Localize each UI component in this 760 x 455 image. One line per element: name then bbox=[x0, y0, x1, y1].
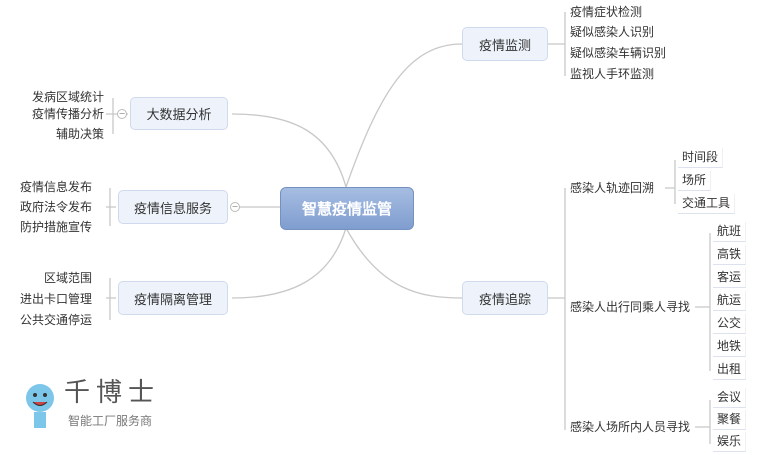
leaf[interactable]: 公共交通停运 bbox=[19, 313, 92, 327]
subtopic[interactable]: 感染人场所内人员寻找 bbox=[570, 420, 691, 434]
topic-tracking[interactable]: 疫情追踪 bbox=[462, 281, 548, 315]
watermark-title: 千博士 bbox=[64, 378, 161, 408]
central-topic[interactable]: 智慧疫情监管 bbox=[280, 187, 414, 230]
leaf[interactable]: 疑似感染车辆识别 bbox=[570, 46, 667, 60]
subtopic[interactable]: 感染人轨迹回溯 bbox=[570, 181, 655, 195]
leaf[interactable]: 公交 bbox=[713, 314, 747, 334]
leaf[interactable]: 疫情信息发布 bbox=[19, 180, 92, 194]
topic-info-service[interactable]: 疫情信息服务 bbox=[118, 190, 228, 224]
leaf[interactable]: 聚餐 bbox=[713, 410, 747, 430]
leaf[interactable]: 进出卡口管理 bbox=[19, 292, 92, 306]
topic-monitoring[interactable]: 疫情监测 bbox=[462, 27, 548, 61]
topic-isolation-management[interactable]: 疫情隔离管理 bbox=[118, 281, 228, 315]
leaf[interactable]: 时间段 bbox=[678, 148, 724, 168]
leaf[interactable]: 区域范围 bbox=[43, 271, 92, 285]
subtopic[interactable]: 感染人出行同乘人寻找 bbox=[570, 300, 691, 314]
leaf[interactable]: 疫情症状检测 bbox=[570, 5, 643, 19]
leaf[interactable]: 交通工具 bbox=[678, 194, 736, 214]
leaf[interactable]: 监视人手环监测 bbox=[570, 67, 655, 81]
leaf[interactable]: 高铁 bbox=[713, 245, 747, 265]
topic-big-data-analysis[interactable]: 大数据分析 bbox=[130, 97, 228, 130]
leaf[interactable]: 会议 bbox=[713, 388, 747, 408]
leaf[interactable]: 出租 bbox=[713, 360, 747, 380]
leaf[interactable]: 发病区域统计 bbox=[31, 90, 104, 104]
watermark-subtitle: 智能工厂服务商 bbox=[68, 414, 153, 428]
leaf[interactable]: 客运 bbox=[713, 268, 747, 288]
leaf[interactable]: 航运 bbox=[713, 291, 747, 311]
leaf[interactable]: 疫情传播分析 bbox=[31, 107, 104, 121]
collapse-toggle[interactable]: − bbox=[117, 109, 127, 119]
leaf[interactable]: 航班 bbox=[713, 222, 747, 242]
leaf[interactable]: 地铁 bbox=[713, 337, 747, 357]
leaf[interactable]: 场所 bbox=[678, 171, 712, 191]
leaf[interactable]: 疑似感染人识别 bbox=[570, 25, 655, 39]
collapse-toggle[interactable]: − bbox=[230, 202, 240, 212]
watermark: 千博士 智能工厂服务商 bbox=[20, 378, 220, 438]
leaf[interactable]: 政府法令发布 bbox=[19, 200, 92, 214]
mascot-icon bbox=[26, 384, 54, 428]
leaf[interactable]: 娱乐 bbox=[713, 432, 747, 452]
leaf[interactable]: 防护措施宣传 bbox=[19, 220, 92, 234]
leaf[interactable]: 辅助决策 bbox=[55, 127, 104, 141]
